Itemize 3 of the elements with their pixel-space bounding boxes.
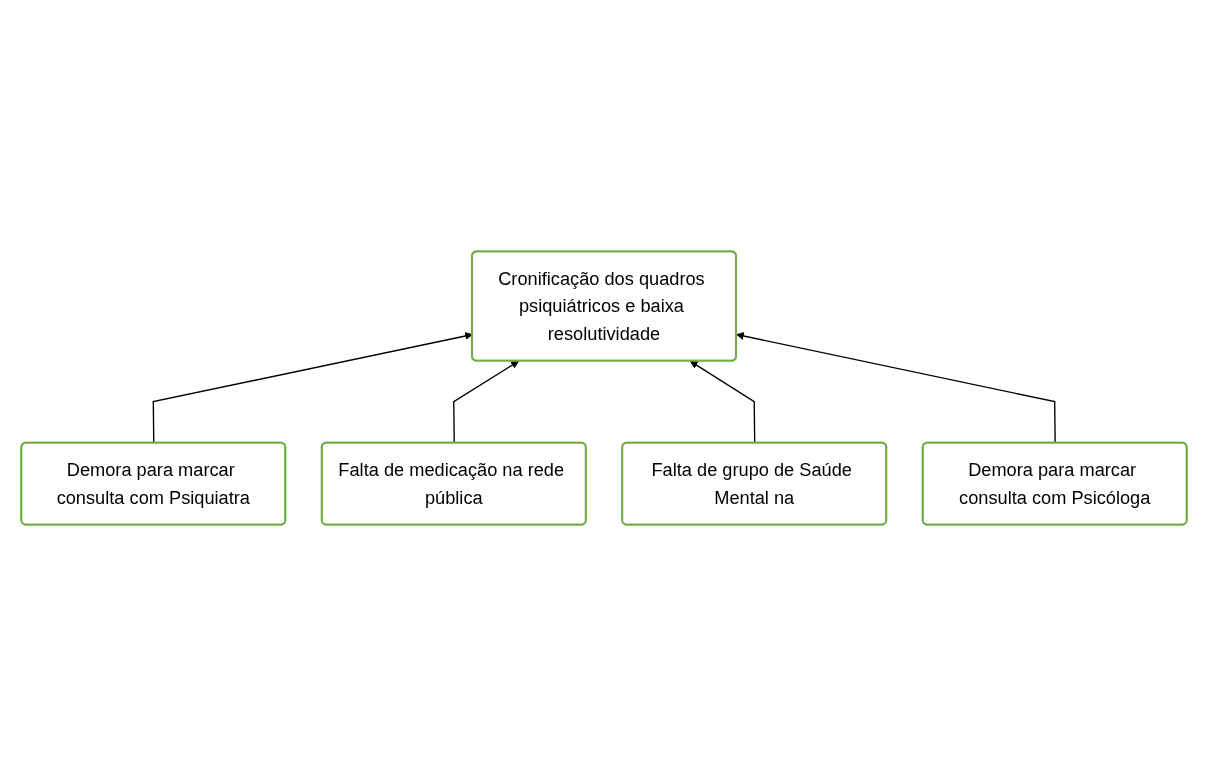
arrow — [689, 360, 756, 444]
arrow — [453, 360, 519, 444]
arrow — [736, 332, 1056, 444]
